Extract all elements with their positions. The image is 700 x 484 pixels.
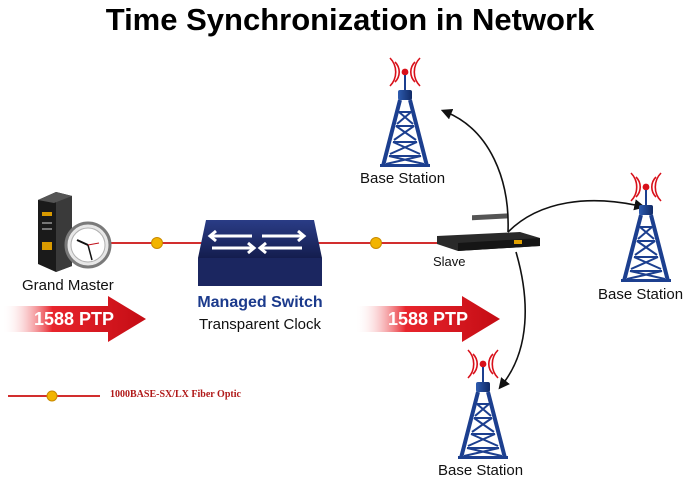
ptp-label-right: 1588 PTP	[388, 309, 469, 329]
connector-icon	[151, 237, 163, 249]
label-transparent-clock: Transparent Clock	[199, 316, 321, 333]
tower-icon	[619, 171, 673, 284]
label-base-station-bottom: Base Station	[438, 462, 524, 479]
server-icon	[38, 192, 72, 272]
label-grand-master: Grand Master	[22, 277, 114, 294]
label-base-station-right: Base Station	[598, 286, 684, 303]
slave-switch-icon	[437, 213, 540, 251]
connector-icon	[370, 237, 382, 249]
switch-icon	[198, 220, 322, 286]
page-title: Time Synchronization in Network	[105, 2, 595, 37]
tower-icon	[456, 348, 510, 461]
label-slave: Slave	[433, 254, 466, 269]
label-managed-switch: Managed Switch	[197, 294, 323, 311]
connector-icon	[46, 390, 58, 402]
legend-label: 1000BASE-SX/LX Fiber Optic	[110, 389, 241, 400]
ptp-label-left: 1588 PTP	[34, 309, 115, 329]
ptp-arrow-left	[2, 296, 146, 342]
tower-icon	[378, 56, 432, 169]
arrow-to-base-top	[440, 108, 509, 233]
arrow-to-base-right	[507, 199, 646, 233]
label-base-station-top: Base Station	[360, 170, 446, 187]
clock-icon	[64, 221, 112, 269]
ptp-arrow-right	[355, 296, 500, 342]
arrow-to-base-bottom	[498, 251, 526, 390]
